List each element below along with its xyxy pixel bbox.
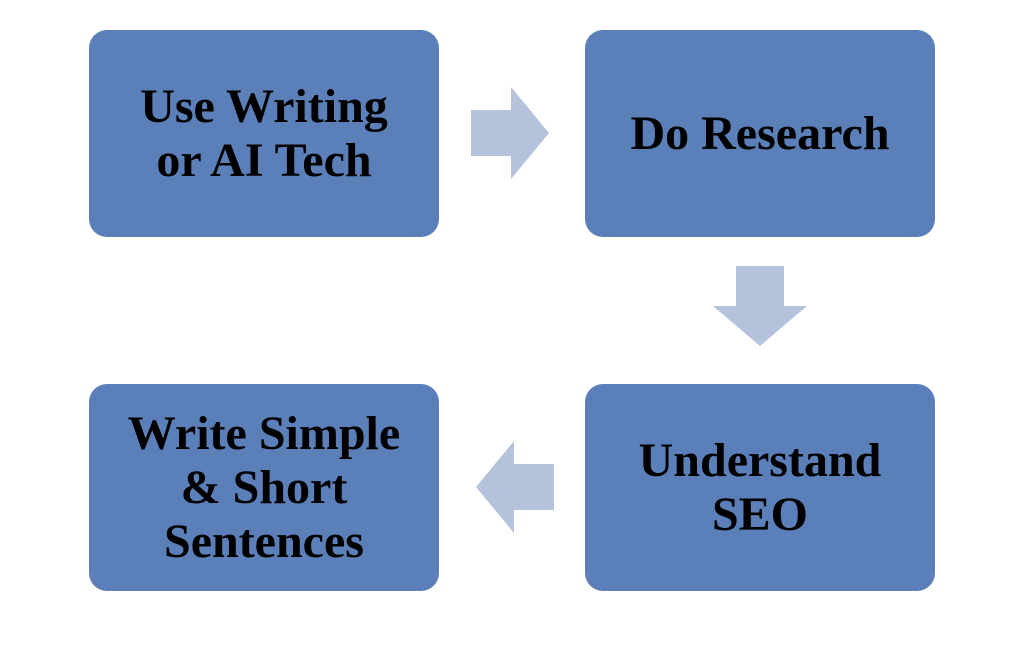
step-label: Do Research — [630, 106, 890, 160]
step-box-write-simple: Write Simple & Short Sentences — [89, 384, 439, 591]
step-box-use-writing: Use Writing or AI Tech — [89, 30, 439, 237]
arrow-right-icon — [471, 87, 549, 179]
step-label: Understand SEO — [638, 433, 882, 541]
step-box-do-research: Do Research — [585, 30, 935, 237]
arrow-left-icon — [476, 441, 554, 533]
step-box-understand-seo: Understand SEO — [585, 384, 935, 591]
arrow-down-icon — [713, 266, 807, 346]
step-label: Write Simple & Short Sentences — [127, 406, 401, 568]
step-label: Use Writing or AI Tech — [140, 79, 388, 187]
